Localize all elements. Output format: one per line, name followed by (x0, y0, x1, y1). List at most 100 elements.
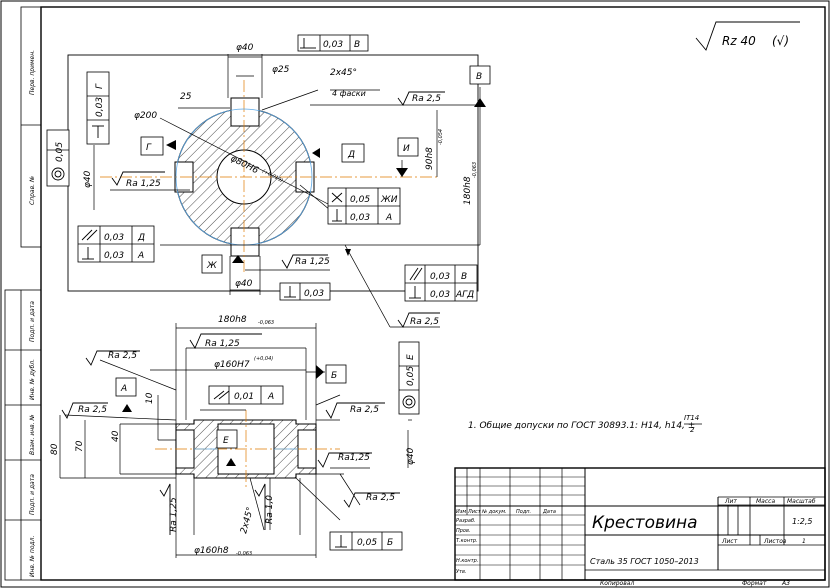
front-view (59, 323, 412, 558)
title-block (454, 467, 826, 581)
tv-ra25-top: Ra 2,5 (412, 94, 441, 104)
tv-ra125-left: Ra 1,25 (126, 179, 161, 189)
fv-n80: 80 (50, 443, 60, 455)
fv-dim-180-tol: -0,063 (258, 320, 274, 326)
side-label-4: Инв. № дубл. (29, 359, 36, 400)
tv-tol-r2: 0,03 (430, 290, 450, 300)
tv-d25: φ25 (272, 65, 290, 75)
tv-tol-perp2: 0,03 (104, 251, 124, 261)
fv-tol-bot-datum: Б (387, 538, 393, 548)
fv-ra125-r: Ra1,25 (338, 453, 370, 463)
roughness-general-value: Rz 40 (722, 34, 756, 48)
roughness-check: (√) (772, 34, 789, 48)
fv-n70: 70 (75, 440, 85, 452)
fv-n10: 10 (145, 392, 155, 404)
tv-tol-far-left: 0,05 (55, 142, 65, 162)
tb-col-lit: Лит (724, 498, 737, 505)
fv-tol-mid: 0,01 (234, 392, 254, 402)
tb-row-izm: Изм (456, 509, 466, 515)
tv-chamfer-note: 4 фаски (332, 89, 366, 98)
side-strip (4, 6, 42, 581)
fv-chamfer: 2x45° (239, 506, 256, 535)
tv-tol-x: 0,05 (350, 195, 370, 205)
tv-datum-i: И (403, 144, 410, 154)
fv-n40: 40 (111, 430, 121, 442)
side-label-7: Инв. № подл. (29, 536, 36, 577)
fv-tol-bot: 0,05 (357, 538, 377, 548)
tv-d40-bot: φ40 (235, 279, 253, 289)
side-label-6: Подп. и дата (29, 474, 36, 515)
fv-tol-right: 0,05 (406, 366, 416, 386)
fv-ra25-c: Ra 2,5 (350, 405, 379, 415)
tb-row-list: Лист (467, 509, 482, 515)
tv-tol-par1-datum: Д (137, 233, 145, 243)
tv-d200: φ200 (134, 111, 157, 121)
fv-ra25-r: Ra 2,5 (366, 493, 395, 503)
tb-format: Формат (742, 580, 767, 587)
side-label-1: Перв. примен. (29, 50, 36, 95)
tb-sheets-count: 1 (802, 538, 806, 545)
tb-format-value: A3 (781, 580, 790, 587)
tv-tol-perp-datum: А (385, 213, 392, 223)
fv-dim-180: 180h8 (218, 315, 247, 325)
side-label-5: Взам. инв. № (29, 414, 36, 455)
tv-tol-par1: 0,03 (104, 233, 124, 243)
fv-datum-e: Е (223, 436, 229, 446)
fv-d160h7: φ160H7 (214, 360, 250, 370)
tv-d40-left: φ40 (83, 170, 93, 188)
tv-datum-d: Д (347, 150, 355, 160)
tb-row-sign: Подп. (516, 509, 531, 515)
tb-scale: 1:2,5 (792, 517, 813, 526)
tb-col-scale: Масштаб (787, 498, 816, 505)
tv-tol-perp: 0,03 (350, 213, 370, 223)
tv-datum-g-box: Г (95, 83, 105, 89)
tv-dim-90: 90h8 (425, 147, 435, 170)
tv-n25: 25 (180, 92, 192, 102)
tb-role-1: Разраб. (456, 518, 476, 524)
tv-tol-x-datum: ЖИ (380, 195, 398, 205)
fv-ra25-a: Ra 2,5 (108, 351, 137, 361)
fv-d160h7-tol: (+0,04) (254, 356, 273, 362)
fv-datum-a: А (120, 384, 127, 394)
fv-tol-mid-datum: А (267, 392, 274, 402)
tv-tol-r2-datum: АГД (455, 290, 474, 300)
tv-ra125-bot: Ra 1,25 (295, 257, 330, 267)
tb-role-5: Н.контр. (456, 558, 478, 564)
tb-role-2: Пров. (456, 528, 471, 534)
side-label-2: Справ. № (29, 176, 36, 205)
tv-tol-top-datum: В (354, 40, 360, 50)
tv-tol-r1-datum: В (461, 272, 467, 282)
tv-tol-perp2-datum: А (137, 251, 144, 261)
general-note: 1. Общие допуски по ГОСТ 30893.1: H14, h… (468, 421, 695, 431)
tb-col-mass: Масса (756, 498, 775, 505)
roughness-sign-general (695, 21, 800, 51)
tv-ra25-r: Ra 2,5 (410, 317, 439, 327)
fv-d160h8: φ160h8 (194, 546, 229, 556)
fv-d40: φ40 (406, 447, 416, 465)
tb-role-3: Т.контр. (456, 538, 478, 544)
fv-ra125-b: Ra 1,25 (169, 497, 179, 532)
side-label-3: Подп. и дата (29, 301, 36, 342)
tv-dim-180-tol: -0,063 (472, 162, 478, 178)
tv-dim-180: 180h8 (463, 176, 473, 205)
tb-name: Крестовина (592, 513, 698, 533)
tb-row-date: Дата (542, 509, 556, 515)
tv-datum-zh: Ж (206, 261, 217, 271)
tb-material: Сталь 35 ГОСТ 1050–2013 (590, 557, 699, 566)
tv-tol-r1: 0,03 (430, 272, 450, 282)
note-fraction-numerator: IT14 (684, 414, 699, 422)
fv-ra125: Ra 1,25 (205, 339, 240, 349)
tb-role-6: Утв. (456, 569, 467, 575)
tv-tol-bot: 0,03 (304, 289, 324, 299)
tv-dim-90-tol: -0,054 (438, 129, 444, 145)
tb-sheets: Листов (763, 538, 787, 545)
fv-d160h8-tol: -0,063 (236, 551, 252, 557)
tv-d40-top: φ40 (236, 43, 254, 53)
fv-tol-right-datum: Е (406, 354, 416, 360)
tv-datum-v: В (476, 72, 482, 82)
fv-ra10: Ra 1,0 (265, 495, 275, 524)
tv-chamfer: 2x45° (330, 68, 357, 78)
tb-row-doc: № докум. (481, 509, 507, 515)
